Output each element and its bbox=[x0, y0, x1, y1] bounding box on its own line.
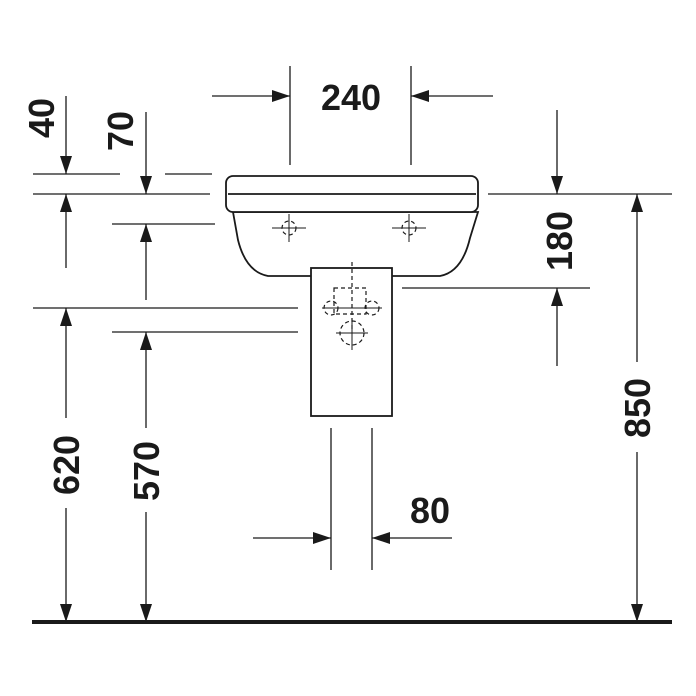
dimension-bottom-width: 80 bbox=[253, 428, 452, 570]
dimension-second-tall: 570 bbox=[112, 331, 298, 622]
tap-hole-right bbox=[392, 214, 426, 242]
tap-hole-left bbox=[272, 214, 306, 242]
pedestal-hidden-outline bbox=[333, 287, 367, 315]
dimension-label-second-tall: 570 bbox=[126, 441, 167, 501]
dimension-label-left-small: 40 bbox=[21, 98, 62, 138]
dimension-left-tall: 620 bbox=[33, 307, 298, 622]
dimension-left-small: 40 bbox=[21, 96, 210, 268]
dimension-second-small: 70 bbox=[100, 111, 215, 300]
dimension-right-mid: 180 bbox=[402, 110, 672, 366]
dimension-top-width: 240 bbox=[212, 66, 493, 165]
dimension-label-right-mid: 180 bbox=[539, 211, 580, 271]
dimension-label-right-tall: 850 bbox=[617, 378, 658, 438]
washbasin bbox=[225, 175, 480, 277]
semi-pedestal bbox=[310, 262, 393, 417]
dimension-label-second-small: 70 bbox=[100, 111, 141, 151]
dimension-right-tall: 850 bbox=[617, 194, 658, 622]
dimension-label-top-width: 240 bbox=[321, 77, 381, 118]
basin-bowl bbox=[231, 211, 480, 277]
dimension-label-bottom-width: 80 bbox=[410, 490, 450, 531]
dimension-label-left-tall: 620 bbox=[46, 435, 87, 495]
